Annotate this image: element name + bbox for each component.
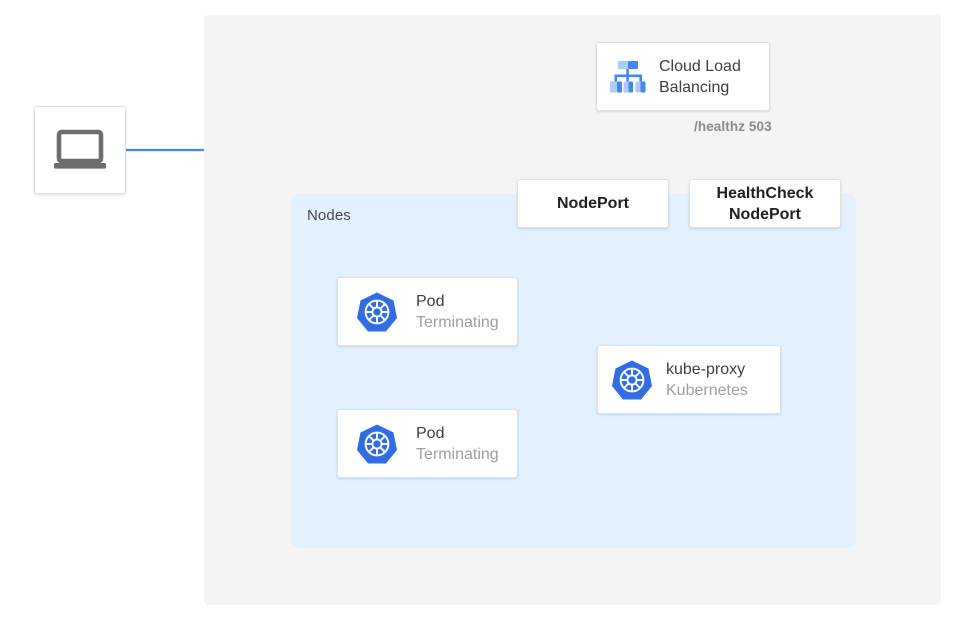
kube-proxy-title: kube-proxy <box>666 360 746 378</box>
kube-proxy-subtitle: Kubernetes <box>666 381 748 399</box>
healthcheck-nodeport-label-line1: HealthCheck <box>716 184 814 202</box>
pod-node-2-title: Pod <box>416 424 445 442</box>
healthcheck-nodeport-label-line2: NodePort <box>728 205 801 223</box>
pod-node-2-label: Pod Terminating <box>416 423 499 465</box>
nodeport-node[interactable]: NodePort <box>517 179 669 228</box>
cloud-load-balancing-title-line2: Balancing <box>659 78 730 96</box>
laptop-icon <box>52 128 108 172</box>
pod-node-2[interactable]: Pod Terminating <box>337 409 518 478</box>
healthcheck-nodeport-node[interactable]: HealthCheck NodePort <box>689 179 841 228</box>
cloud-load-balancing-title: Cloud Load <box>659 57 741 75</box>
healthcheck-nodeport-label: HealthCheck NodePort <box>690 180 840 227</box>
pod-node-1[interactable]: Pod Terminating <box>337 277 518 346</box>
pod-node-2-subtitle: Terminating <box>416 445 499 463</box>
kubernetes-icon <box>598 359 666 401</box>
healthz-status-label: /healthz 503 <box>694 119 772 134</box>
pod-node-1-title: Pod <box>416 292 445 310</box>
cloud-load-balancing-icon <box>597 60 659 94</box>
nodes-region-label: Nodes <box>307 207 351 224</box>
kube-proxy-label: kube-proxy Kubernetes <box>666 359 748 401</box>
kubernetes-icon <box>338 423 416 465</box>
client-node[interactable] <box>34 106 126 194</box>
pod-node-1-label: Pod Terminating <box>416 291 499 333</box>
pod-node-1-subtitle: Terminating <box>416 313 499 331</box>
kubernetes-icon <box>338 291 416 333</box>
kube-proxy-node[interactable]: kube-proxy Kubernetes <box>597 345 781 414</box>
cloud-load-balancing-node[interactable]: Cloud Load Balancing <box>596 42 770 111</box>
nodeport-label: NodePort <box>557 195 629 212</box>
cloud-load-balancing-label: Cloud Load Balancing <box>659 56 741 98</box>
